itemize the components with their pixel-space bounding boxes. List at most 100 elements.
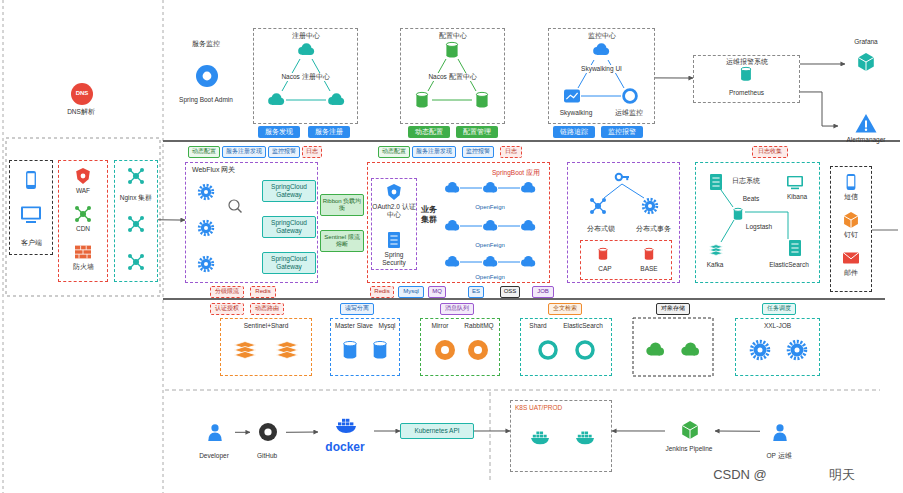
cycle-line — [286, 100, 326, 101]
gear-teeth — [643, 199, 657, 213]
whale-icon — [531, 432, 549, 445]
gear-teeth — [199, 221, 213, 235]
cube-edge — [851, 220, 852, 228]
net-icon — [128, 254, 144, 270]
node-text: SpringCloud Gateway — [264, 255, 314, 271]
call-line — [460, 262, 482, 263]
whale-hull — [336, 426, 356, 433]
flow-arrow — [800, 92, 838, 126]
tag-label: 监控报警 — [462, 146, 494, 158]
connector-label: OpenFeign — [470, 274, 510, 281]
net-node — [128, 216, 132, 220]
gear-icon — [789, 342, 806, 359]
doc-line — [791, 248, 798, 249]
cloud-base — [332, 100, 341, 105]
net-node — [590, 198, 594, 202]
db-top — [734, 208, 742, 211]
cloud-icon — [268, 93, 284, 105]
cube-edge — [858, 58, 866, 63]
whale-box — [342, 419, 345, 422]
net-node — [128, 168, 132, 172]
ring-icon — [540, 342, 556, 358]
net-hub — [80, 211, 86, 217]
node-text: JOB — [537, 288, 549, 295]
node-text: 对象存储 — [661, 305, 685, 312]
flow-arrow — [655, 77, 693, 78]
icon-node: Developer — [195, 418, 235, 463]
node-text: XXL-JOB — [736, 322, 819, 330]
gear-icon — [752, 342, 769, 359]
node-text: 钉钉 — [831, 231, 871, 239]
node-text: Developer — [195, 452, 233, 460]
doc-page — [388, 232, 400, 248]
doc-page — [789, 240, 801, 256]
monitor-body — [787, 176, 803, 186]
flow-arrow — [715, 431, 760, 432]
monitor-stand — [791, 188, 799, 190]
cloud-base — [686, 351, 696, 356]
db-bottom — [344, 354, 357, 359]
net-node — [75, 218, 79, 222]
tag-label: 任务调度 — [762, 303, 796, 315]
icon-node: DNS解析 — [50, 80, 114, 122]
cloud-base — [448, 262, 456, 266]
icon-node: OP 运维 — [760, 418, 800, 463]
tag-label: 动态配置 — [408, 126, 450, 138]
node-text: Kafka — [698, 261, 732, 269]
node-text: 配置中心 — [401, 32, 504, 40]
whale-icon — [576, 432, 594, 445]
connector-label: OpenFeign — [470, 204, 510, 211]
chart-line — [566, 93, 577, 99]
monitor-icon — [21, 207, 41, 224]
net-node — [140, 216, 144, 220]
circle-icon — [196, 65, 218, 87]
stack-icon — [234, 342, 256, 359]
db-icon — [645, 248, 653, 259]
search-icon — [229, 200, 242, 213]
cube-shape — [858, 53, 874, 71]
node-text: OP 运维 — [760, 452, 798, 460]
node-text: Nacos 配置中心 — [427, 73, 478, 81]
net-node — [128, 254, 132, 258]
gear-hole — [758, 348, 763, 353]
group-box: 配置中心 Nacos 配置中心 — [400, 28, 505, 124]
flow-arrow — [374, 431, 400, 432]
cube-edge — [682, 426, 690, 431]
stack-icon — [709, 245, 723, 256]
node-text: 消息队列 — [445, 305, 469, 312]
db-top — [416, 92, 427, 96]
cloud-icon — [593, 43, 609, 55]
node-text: 动态配置 — [415, 128, 443, 136]
mail-body — [843, 252, 859, 263]
icon-disc — [435, 340, 455, 360]
tag-label: 监控报警 — [268, 146, 300, 158]
net-hub — [133, 221, 139, 227]
group-box: 业务集群SpringBoot 应用OAuth2.0 认证中心Spring Sec… — [367, 162, 550, 283]
whale-icon — [336, 419, 356, 433]
divider-line — [163, 0, 164, 493]
net-hub — [595, 203, 601, 209]
tag-label: 监控报警 — [601, 126, 643, 138]
icon-dot — [441, 346, 449, 354]
node-text: Logstash — [740, 223, 778, 231]
doc-page — [710, 174, 722, 190]
wall-joint — [86, 246, 87, 250]
db-icon — [446, 42, 457, 57]
node-text: CAP — [583, 265, 627, 273]
person-body — [208, 432, 222, 441]
gear-teeth — [199, 185, 213, 199]
monitor-screen — [789, 177, 802, 185]
search-handle — [238, 209, 242, 213]
doc-icon — [710, 174, 722, 190]
whale-box — [536, 435, 539, 438]
net-node — [87, 218, 91, 222]
gear-body — [754, 344, 767, 357]
db-bottom — [476, 104, 487, 108]
doc-icon — [388, 232, 400, 248]
cloud-base — [448, 188, 456, 192]
call-line — [498, 262, 520, 263]
whale-box — [342, 422, 345, 425]
person-body — [773, 432, 787, 441]
tag-label: 服务注册发现 — [222, 146, 266, 158]
